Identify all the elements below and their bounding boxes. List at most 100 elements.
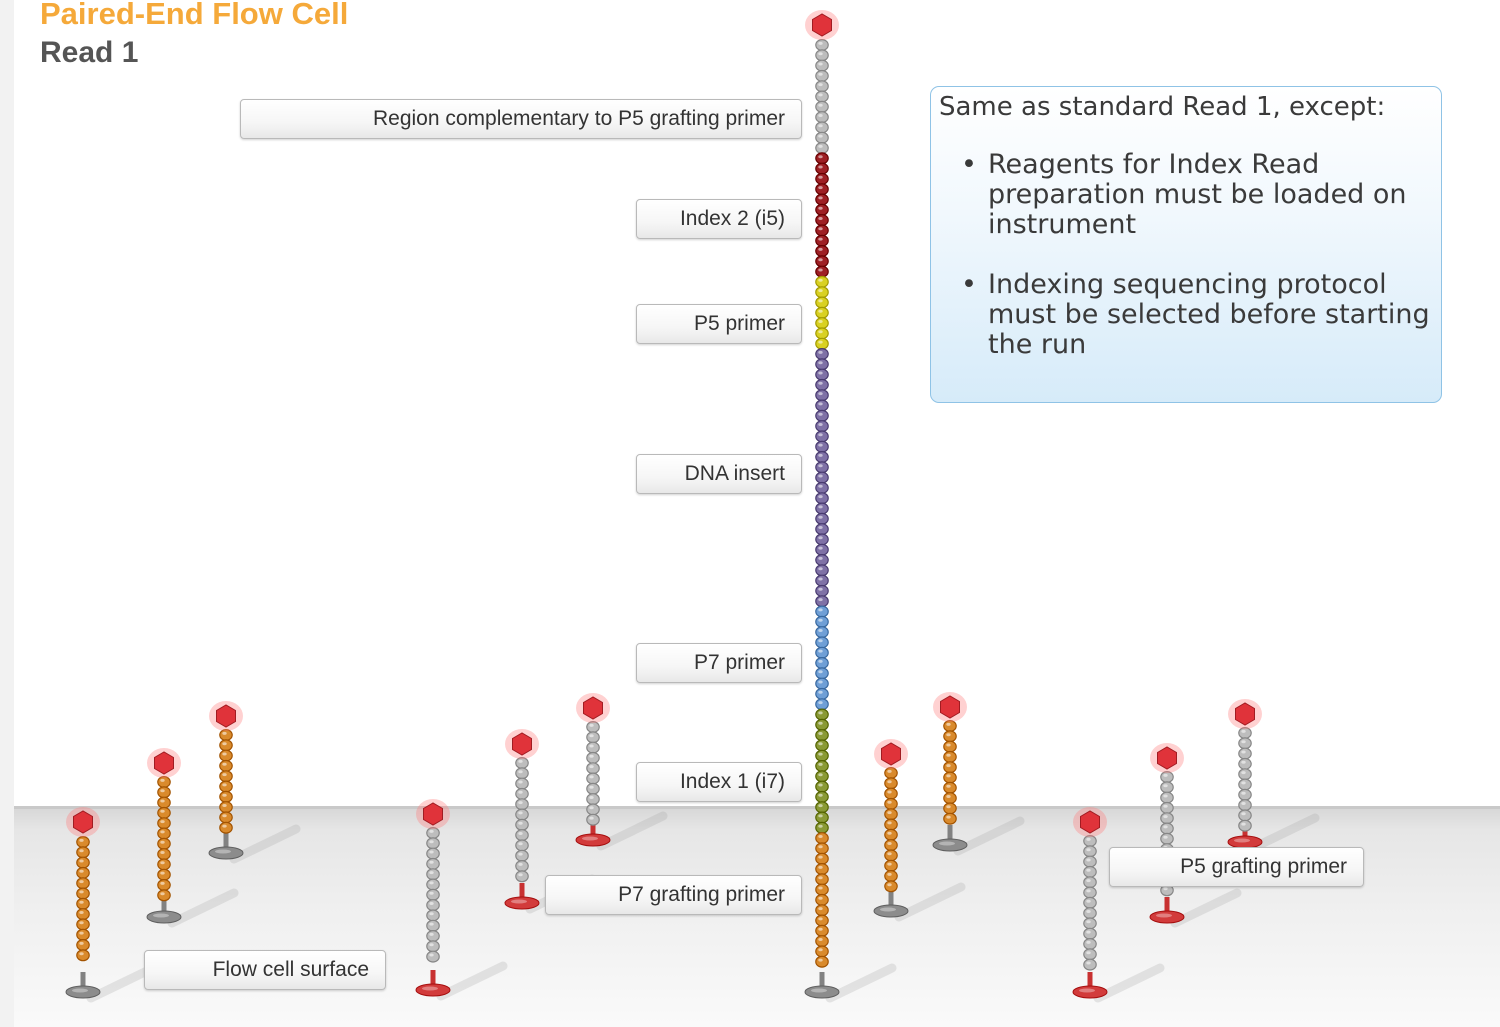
bead — [815, 430, 829, 443]
bead-highlight — [1086, 910, 1091, 913]
bead-highlight — [222, 773, 227, 777]
bead-highlight — [818, 598, 823, 602]
label-p5-grafting-primer: P5 grafting primer — [1109, 847, 1364, 887]
bead-highlight — [429, 953, 434, 957]
bead — [1083, 958, 1097, 971]
anchor-post — [1242, 822, 1248, 842]
bead-highlight — [589, 806, 594, 810]
bead — [815, 729, 829, 742]
bead — [815, 172, 829, 185]
bead — [1083, 845, 1097, 858]
bead — [219, 801, 233, 814]
terminator-cap — [512, 732, 532, 756]
bead-highlight — [1241, 781, 1246, 785]
bead-highlight — [818, 814, 823, 818]
anchor-base — [208, 846, 244, 860]
strand-surface-4 — [415, 799, 508, 1001]
bead-highlight — [429, 860, 434, 864]
bead — [815, 945, 829, 958]
bead-highlight — [518, 801, 523, 805]
bead-highlight — [818, 876, 823, 880]
strand-surface-2 — [146, 748, 239, 928]
bead-highlight — [818, 144, 823, 148]
anchor-base — [65, 985, 101, 999]
anchor-post — [888, 891, 894, 911]
bead-highlight — [818, 206, 823, 210]
bead — [815, 842, 829, 855]
diagram-title: Paired-End Flow Cell — [40, 0, 349, 31]
bead — [815, 348, 829, 361]
bead-highlight — [818, 690, 823, 694]
bead — [815, 553, 829, 566]
bead-highlight — [429, 829, 434, 833]
bead — [1160, 822, 1174, 835]
bead — [426, 847, 440, 860]
anchor-post — [161, 897, 167, 917]
bead-highlight — [818, 464, 823, 468]
bead — [157, 786, 171, 799]
bead — [815, 193, 829, 206]
bead-highlight — [160, 799, 165, 803]
strand-surface-9 — [1072, 807, 1165, 1003]
bead-highlight — [818, 721, 823, 725]
bead-highlight — [160, 861, 165, 865]
bead-highlight — [818, 793, 823, 797]
anchor-base — [873, 904, 909, 918]
bead — [815, 646, 829, 659]
bead-highlight — [818, 938, 823, 941]
bead — [76, 918, 90, 931]
bead — [815, 471, 829, 484]
bead-highlight — [1086, 920, 1091, 924]
bead-highlight — [818, 618, 823, 622]
base-shadow — [436, 961, 508, 1001]
bead-highlight — [818, 474, 823, 478]
anchor-base-highlight — [880, 907, 896, 912]
bead — [815, 626, 829, 639]
anchor-post — [819, 972, 825, 992]
bead — [1238, 768, 1252, 781]
bead — [815, 306, 829, 319]
bead-highlight — [818, 526, 823, 529]
bead-highlight — [1163, 887, 1168, 891]
terminator-cap — [73, 810, 93, 834]
bead-highlight — [887, 831, 892, 835]
anchor-post — [1087, 972, 1093, 992]
anchor-base-highlight — [1156, 913, 1172, 918]
bead-highlight — [818, 917, 823, 921]
anchor-base-highlight — [422, 986, 438, 991]
bead — [815, 275, 829, 288]
bead — [1083, 937, 1097, 950]
bead — [815, 543, 829, 556]
bead-highlight — [1163, 825, 1168, 829]
bead-highlight — [222, 742, 227, 746]
strand-read-1 — [804, 10, 897, 1003]
bead-highlight — [818, 701, 823, 705]
strand-surface-8 — [932, 692, 1025, 856]
bead — [815, 636, 829, 649]
bullet-icon: • — [961, 149, 977, 180]
bead — [426, 919, 440, 932]
bead-highlight — [429, 840, 434, 844]
bead — [815, 59, 829, 72]
bead-highlight — [818, 165, 823, 169]
base-shadow — [953, 816, 1025, 856]
bead-highlight — [818, 958, 823, 962]
bead-highlight — [818, 515, 823, 519]
bead — [884, 869, 898, 882]
strand-surface-3 — [208, 701, 301, 864]
bead — [1238, 788, 1252, 801]
bead-highlight — [818, 711, 823, 715]
bead — [426, 826, 440, 839]
bead — [815, 162, 829, 175]
bead-highlight — [1086, 837, 1091, 841]
bead — [1083, 834, 1097, 847]
label-index-1: Index 1 (i7) — [636, 762, 802, 802]
bead-highlight — [589, 754, 594, 758]
bead — [815, 100, 829, 113]
bead — [515, 756, 529, 769]
bead-highlight — [429, 912, 434, 916]
bead — [426, 878, 440, 891]
bead — [515, 777, 529, 790]
bead-highlight — [160, 881, 165, 885]
diagram-subtitle: Read 1 — [40, 36, 139, 69]
